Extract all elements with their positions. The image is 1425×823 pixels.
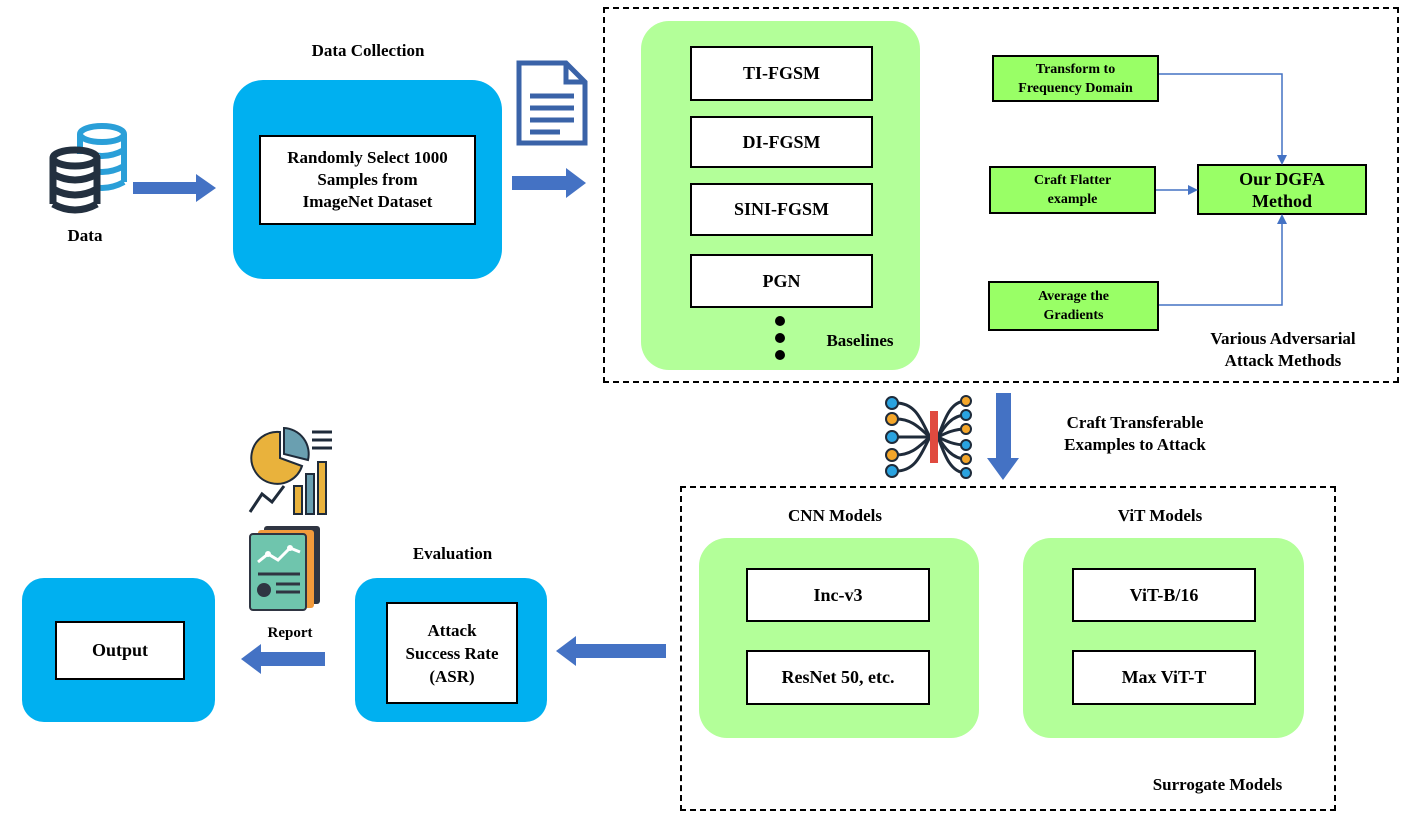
data-collection-box: Randomly Select 1000 Samples from ImageN… [259, 135, 476, 225]
method-input-flatter: Craft Flatter example [989, 166, 1156, 214]
report-label: Report [267, 625, 313, 641]
vit-box-vit-b16: ViT-B/16 [1072, 568, 1256, 622]
surrogate-models-label: Surrogate Models [1152, 775, 1283, 794]
transfer-label: Craft Transferable Examples to Attack [1064, 413, 1206, 454]
method-input-average: Average the Gradients [988, 281, 1159, 331]
data-label: Data [67, 226, 103, 245]
neural-network-icon [882, 393, 974, 481]
report-document-icon [246, 522, 326, 612]
connector-frequency-to-dgfa [1159, 73, 1287, 165]
baseline-box-sini-fgsm: SINI-FGSM [690, 183, 873, 236]
baseline-box-di-fgsm: DI-FGSM [690, 116, 873, 168]
cnn-models-title: CNN Models [788, 506, 882, 525]
analytics-chart-icon [246, 424, 336, 516]
vit-box-max-vit-t: Max ViT-T [1072, 650, 1256, 705]
asr-box: Attack Success Rate (ASR) [386, 602, 518, 704]
arrow-evaluation-to-output [241, 644, 325, 674]
dgfa-method-box: Our DGFA Method [1197, 164, 1367, 215]
data-collection-title: Data Collection [311, 41, 425, 60]
method-input-frequency: Transform to Frequency Domain [992, 55, 1159, 102]
more-ellipsis-dots [770, 312, 790, 364]
attack-methods-label: Various Adversarial Attack Methods [1210, 329, 1356, 370]
baseline-box-ti-fgsm: TI-FGSM [690, 46, 873, 101]
attack-methods-region [603, 7, 1399, 383]
baselines-label: Baselines [826, 331, 894, 350]
surrogate-models-region [680, 486, 1336, 811]
cnn-box-inc-v3: Inc-v3 [746, 568, 930, 622]
connector-average-to-dgfa [1159, 214, 1287, 306]
vit-models-title: ViT Models [1117, 506, 1203, 525]
output-box: Output [55, 621, 185, 680]
cnn-box-resnet50: ResNet 50, etc. [746, 650, 930, 705]
evaluation-title: Evaluation [412, 544, 493, 563]
database-icon [42, 120, 132, 215]
arrow-collection-to-methods [512, 168, 586, 198]
arrow-methods-to-surrogate [987, 393, 1019, 480]
baseline-box-pgn: PGN [690, 254, 873, 308]
arrow-data-to-collection [133, 174, 216, 202]
document-icon [516, 60, 588, 146]
arrow-surrogate-to-evaluation [556, 636, 666, 666]
